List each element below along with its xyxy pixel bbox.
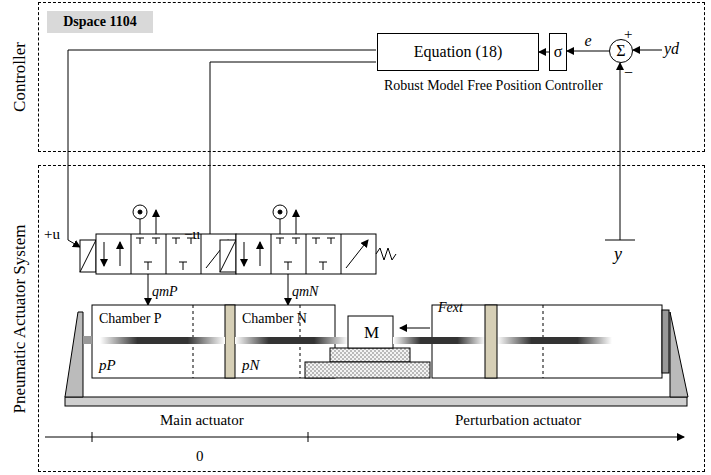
signal-label: yd: [664, 40, 679, 58]
signal-label: qmP: [152, 284, 178, 300]
error-label: e: [584, 32, 591, 50]
signal-label: Main actuator: [160, 412, 244, 429]
node-text: σ: [554, 43, 563, 61]
saturation-box: σ: [549, 33, 567, 71]
signal-label: 0: [196, 448, 204, 465]
region-label: Pneumatic Actuator System: [10, 224, 30, 413]
actuator-region: Pneumatic Actuator SystemChamber PpPCham…: [38, 165, 705, 472]
node-text: Chamber P: [99, 311, 162, 327]
signal-arrow: [567, 51, 609, 52]
node-text: Σ: [616, 43, 625, 59]
signal-label: −: [624, 64, 633, 82]
signal-label: +u: [44, 226, 60, 243]
chamber-box: Chamber N pN: [236, 306, 336, 379]
process-box: Equation (18): [377, 33, 539, 71]
node-text: Chamber N: [242, 311, 307, 327]
board-tag: Dspace 1104: [47, 11, 153, 33]
signal-label: −u: [184, 226, 200, 243]
chamber-box: Chamber P pP: [93, 306, 226, 379]
pressure-symbol: pN: [242, 357, 260, 374]
signal-label: Fext: [438, 300, 463, 316]
node-text: Dspace 1104: [63, 14, 137, 30]
test-bench: [45, 305, 688, 442]
region-label: Controller: [10, 42, 30, 112]
signal-arrow: [539, 52, 549, 53]
signal-label: +: [624, 26, 632, 43]
node-text: M: [364, 323, 379, 343]
pressure-symbol: pP: [99, 357, 116, 374]
controller-region: ControllerDspace 1104Equation (18)σΣ: [38, 2, 705, 152]
control-wire: [68, 50, 662, 247]
node-text: Equation (18): [414, 43, 502, 61]
signal-label: y: [614, 244, 622, 265]
signal-label: Robust Model Free Position Controller: [384, 78, 603, 94]
signal-label: Perturbation actuator: [455, 412, 581, 429]
summing-junction: Σ: [609, 39, 633, 63]
valve: [80, 205, 396, 305]
mass-box: M: [349, 317, 394, 349]
signal-label: qmN: [292, 284, 318, 300]
